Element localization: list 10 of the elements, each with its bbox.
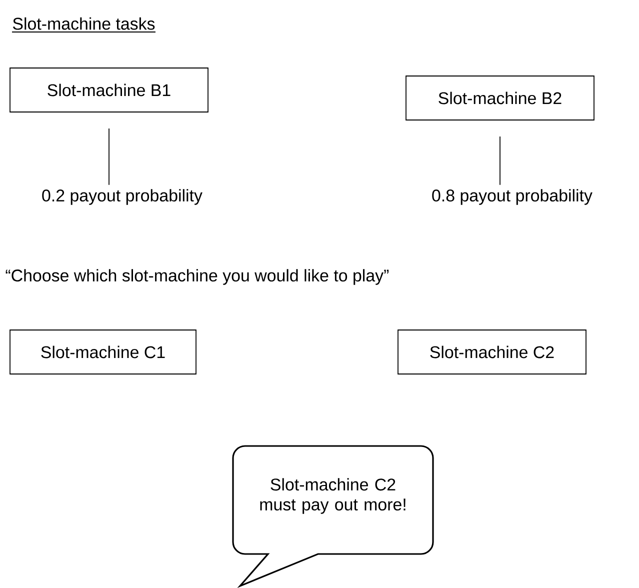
underlined-title: Slot-machine tasks xyxy=(12,17,155,30)
speech-bubble: Slot-machine C2 must pay out more! xyxy=(232,445,434,587)
probability-text: 0.2 payout probability xyxy=(42,189,202,205)
machine-box: Slot-machine C1 xyxy=(10,330,196,374)
connector-line xyxy=(108,128,110,186)
machine-box: Slot-machine B2 xyxy=(406,76,594,120)
probability-text: 0.8 payout probability xyxy=(432,189,592,205)
quote-text: “Choose which slot-machine you would like to play” xyxy=(6,269,389,285)
machine-box: Slot-machine C2 xyxy=(398,330,586,374)
machine-box: Slot-machine B1 xyxy=(10,68,208,112)
